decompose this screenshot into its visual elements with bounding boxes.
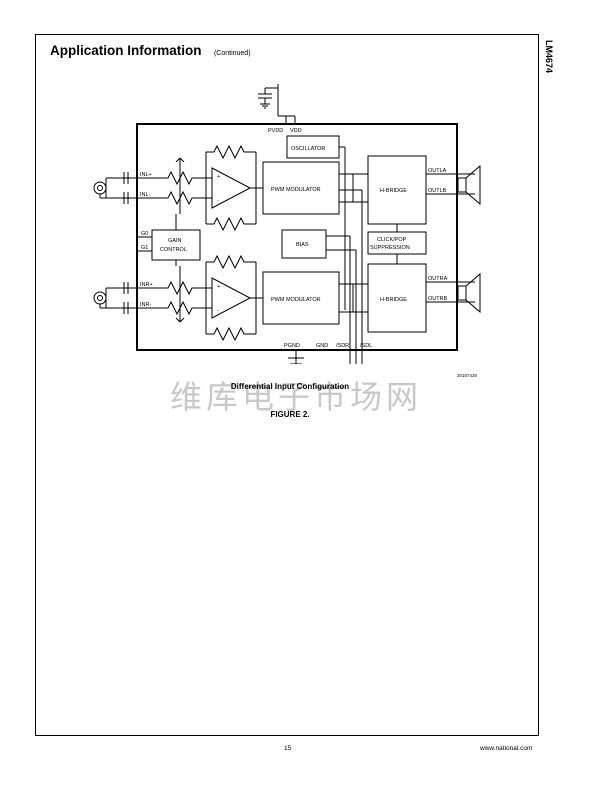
part-number: LM4674 [544, 40, 554, 74]
label-bias: BIAS [296, 242, 309, 248]
label-gnd: GND [316, 343, 328, 349]
label-pgnd: PGND [284, 343, 300, 349]
amp-top-minus: - [217, 198, 219, 204]
label-hbridge-bottom: H-BRIDGE [380, 297, 407, 303]
section-title: Application Information [50, 43, 202, 58]
input-resistor-inr-minus [160, 300, 206, 316]
input-resistor-inr-plus [160, 280, 206, 296]
label-outra: OUTRA [428, 276, 448, 282]
feedback-resistor-top [206, 144, 256, 160]
label-inl-minus: INL- [140, 192, 151, 198]
input-resistor-inl-minus [160, 190, 206, 206]
label-outlb: OUTLB [428, 188, 447, 194]
label-outla: OUTLA [428, 168, 447, 174]
label-g0: G0 [141, 231, 148, 237]
label-vdd: VDD [290, 128, 302, 134]
drawing-code: 20167426 [457, 373, 478, 378]
label-gain-1: GAIN [168, 238, 181, 244]
amp-top-plus: + [217, 174, 220, 180]
site-link[interactable]: www.national.com [480, 745, 533, 752]
label-sdl: /SDL [360, 343, 372, 349]
label-pwm-top: PWM MODULATOR [271, 187, 321, 193]
part-number-tab: LM4674 [540, 36, 562, 96]
amp-bottom-minus: - [217, 308, 219, 314]
bias-block [281, 229, 327, 259]
amplifier-top-icon [211, 167, 252, 209]
label-gain-2: CONTROL [160, 247, 187, 253]
label-g1: G1 [141, 245, 148, 251]
label-inr-minus: INR- [140, 302, 151, 308]
watermark: 维库电子市场网 [170, 378, 423, 416]
label-pwm-bottom: PWM MODULATOR [271, 297, 321, 303]
page-number: 15 [284, 745, 292, 752]
label-pvdd: PVDD [268, 128, 283, 134]
input-resistor-inl-plus [160, 170, 206, 186]
input-jack-left-icon [93, 181, 107, 195]
label-hbridge-top: H-BRIDGE [380, 188, 407, 194]
speaker-bottom-icon [457, 285, 467, 301]
gain-control-block [151, 229, 201, 261]
amplifier-bottom-icon [211, 277, 252, 319]
amp-bottom-plus: + [217, 284, 220, 290]
label-inl-plus: INL+ [140, 172, 152, 178]
section-heading: Application Information (Continued) [50, 42, 251, 60]
page-frame [35, 34, 539, 736]
feedback-resistor-bottom [206, 254, 256, 270]
block-diagram: PVDD VDD OSCILLATOR PWM MODULATOR PWM MO… [93, 84, 481, 364]
label-click-pop-2: SUPPRESSION [370, 245, 410, 251]
label-sdr: /SDR [336, 343, 349, 349]
speaker-top-icon [457, 177, 467, 193]
figure-caption: Differential Input Configuration [230, 382, 350, 391]
label-inr-plus: INR+ [140, 282, 153, 288]
label-oscillator: OSCILLATOR [291, 146, 325, 152]
figure-label: FIGURE 2. [270, 410, 310, 419]
input-jack-right-icon [93, 291, 107, 305]
section-continued: (Continued) [213, 50, 251, 57]
label-outrb: OUTRB [428, 296, 448, 302]
label-click-pop-1: CLICK/POP [377, 237, 407, 243]
